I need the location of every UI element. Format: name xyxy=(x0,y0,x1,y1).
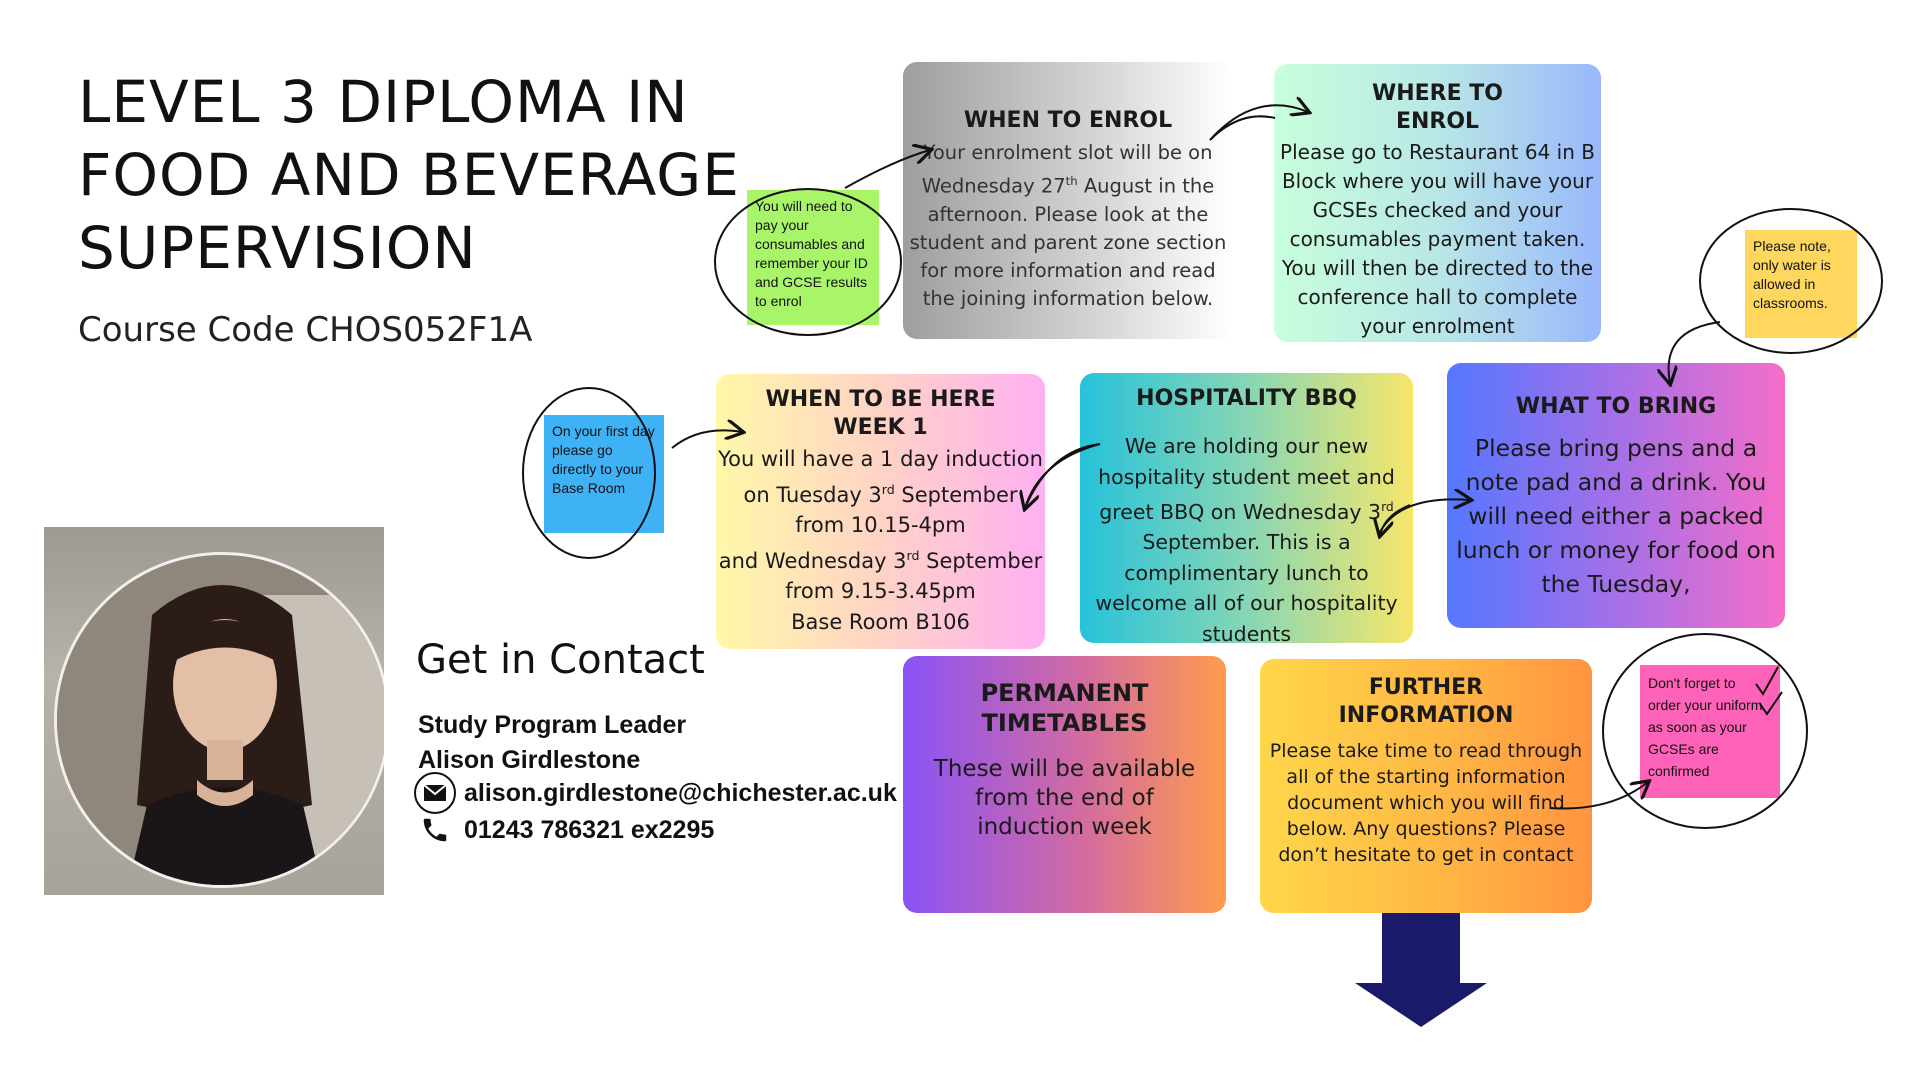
contact-block: Study Program Leader Alison Girdlestone xyxy=(418,708,686,778)
week-one-text: You will have a 1 day induction on Tuesd… xyxy=(718,447,1043,634)
phone-row: 01243 786321 ex2295 xyxy=(414,815,714,845)
week-one-box: WHEN TO BE HERE WEEK 1 You will have a 1… xyxy=(716,374,1045,649)
what-to-bring-title: WHAT TO BRING xyxy=(1515,394,1717,419)
base-room-note: On your first day please go directly to … xyxy=(544,415,664,533)
further-title-2: INFORMATION xyxy=(1338,703,1514,728)
email-row: alison.girdlestone@chichester.ac.uk xyxy=(414,772,897,814)
week-one-title-2: WEEK 1 xyxy=(833,415,928,440)
when-to-enrol-box: WHEN TO ENROL Your enrolment slot will b… xyxy=(903,62,1233,339)
when-to-enrol-text: Your enrolment slot will be on Wednesday… xyxy=(909,141,1227,310)
further-information-box: FURTHER INFORMATION Please take time to … xyxy=(1260,659,1592,913)
phone-icon xyxy=(414,815,456,845)
hospitality-bbq-title: HOSPITALITY BBQ xyxy=(1136,386,1357,411)
timetables-text: These will be available from the end of … xyxy=(933,756,1196,840)
further-text: Please take time to read through all of … xyxy=(1269,740,1583,866)
where-to-enrol-text: Please go to Restaurant 64 in B Block wh… xyxy=(1280,140,1595,338)
where-to-enrol-title: WHERE TO ENROL xyxy=(1371,81,1504,134)
avatar xyxy=(54,552,384,888)
down-arrow-icon xyxy=(1355,913,1487,1027)
portrait-illustration xyxy=(57,555,384,885)
title-line-2: FOOD AND BEVERAGE xyxy=(78,141,740,209)
what-to-bring-box: WHAT TO BRING Please bring pens and a no… xyxy=(1447,363,1785,628)
where-to-enrol-box: WHERE TO ENROL Please go to Restaurant 6… xyxy=(1274,64,1601,342)
hospitality-bbq-box: HOSPITALITY BBQ We are holding our new h… xyxy=(1080,373,1413,646)
when-to-enrol-title: WHEN TO ENROL xyxy=(963,108,1173,133)
phone-number: 01243 786321 ex2295 xyxy=(464,815,715,844)
week-one-title-1: WHEN TO BE HERE xyxy=(765,387,996,412)
uniform-note: Don't forget to order your uniform as so… xyxy=(1640,665,1780,798)
consumables-note: You will need to pay your consumables an… xyxy=(747,190,879,325)
course-code: Course Code CHOS052F1A xyxy=(78,310,533,350)
water-note: Please note, only water is allowed in cl… xyxy=(1745,230,1857,338)
timetables-title-2: TIMETABLES xyxy=(981,709,1148,737)
envelope-icon xyxy=(414,772,456,814)
contact-name: Alison Girdlestone xyxy=(418,746,641,774)
title-line-3: SUPERVISION xyxy=(78,214,477,282)
what-to-bring-text: Please bring pens and a note pad and a d… xyxy=(1456,434,1776,598)
contact-heading: Get in Contact xyxy=(416,637,705,683)
permanent-timetables-box: PERMANENT TIMETABLES These will be avail… xyxy=(903,656,1226,913)
timetables-title-1: PERMANENT xyxy=(980,679,1149,707)
profile-photo xyxy=(44,527,384,895)
page-title: LEVEL 3 DIPLOMA IN FOOD AND BEVERAGE SUP… xyxy=(78,66,758,285)
email-link[interactable]: alison.girdlestone@chichester.ac.uk xyxy=(464,778,897,807)
further-title-1: FURTHER xyxy=(1368,675,1484,700)
contact-role: Study Program Leader xyxy=(418,711,687,739)
title-line-1: LEVEL 3 DIPLOMA IN xyxy=(78,68,689,136)
hospitality-bbq-text: We are holding our new hospitality stude… xyxy=(1095,434,1398,646)
